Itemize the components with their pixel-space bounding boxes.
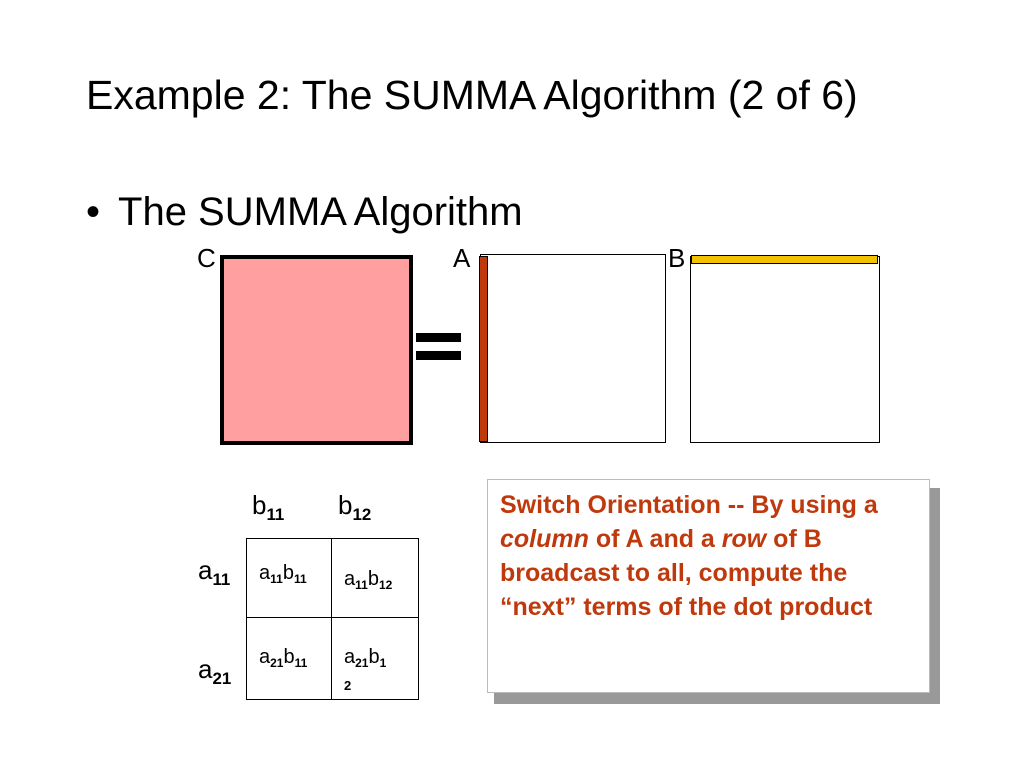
col-header-b12: b12 [338, 490, 372, 524]
cell-a11b11: a11b11 [259, 562, 307, 587]
callout-emphasis-row: row [721, 525, 767, 553]
callout-text-3: of B broadcast to all, compute the “next… [500, 525, 873, 621]
callout-emphasis-column: column [500, 525, 589, 553]
equals-sign-top [416, 333, 461, 342]
callout-text-2: of A and a [588, 525, 722, 553]
callout-text-1: Switch Orientation -- By using a [500, 491, 878, 519]
matrix-a [480, 254, 666, 443]
cell-a21b12: a21b1 [344, 646, 387, 671]
row-header-a21: a21 [198, 654, 232, 688]
matrix-b-label: B [668, 243, 686, 273]
bullet-dot: • [86, 190, 101, 234]
bullet-item: • The SUMMA Algorithm [86, 190, 523, 235]
callout-box: Switch Orientation -- By using a column … [487, 479, 930, 693]
row-header-a11: a11 [198, 555, 231, 589]
matrix-a-column-highlight [479, 256, 488, 442]
cell-a11b12: a11b12 [344, 568, 393, 593]
matrix-b [690, 256, 880, 443]
matrix-c-label: C [197, 243, 216, 273]
grid-divider-horizontal [246, 617, 418, 618]
product-grid [246, 538, 419, 700]
matrix-a-label: A [453, 243, 471, 273]
matrix-b-row-highlight [691, 255, 878, 264]
col-header-b11: b11 [252, 490, 285, 524]
equals-sign-bottom [416, 351, 461, 360]
slide-title: Example 2: The SUMMA Algorithm (2 of 6) [86, 72, 858, 118]
matrix-c [220, 255, 413, 445]
grid-divider-vertical [331, 538, 332, 699]
cell-a21b11: a21b11 [259, 646, 308, 671]
bullet-text: The SUMMA Algorithm [118, 190, 523, 234]
cell-a21b12-wrapped-subscript: 2 [344, 678, 352, 693]
